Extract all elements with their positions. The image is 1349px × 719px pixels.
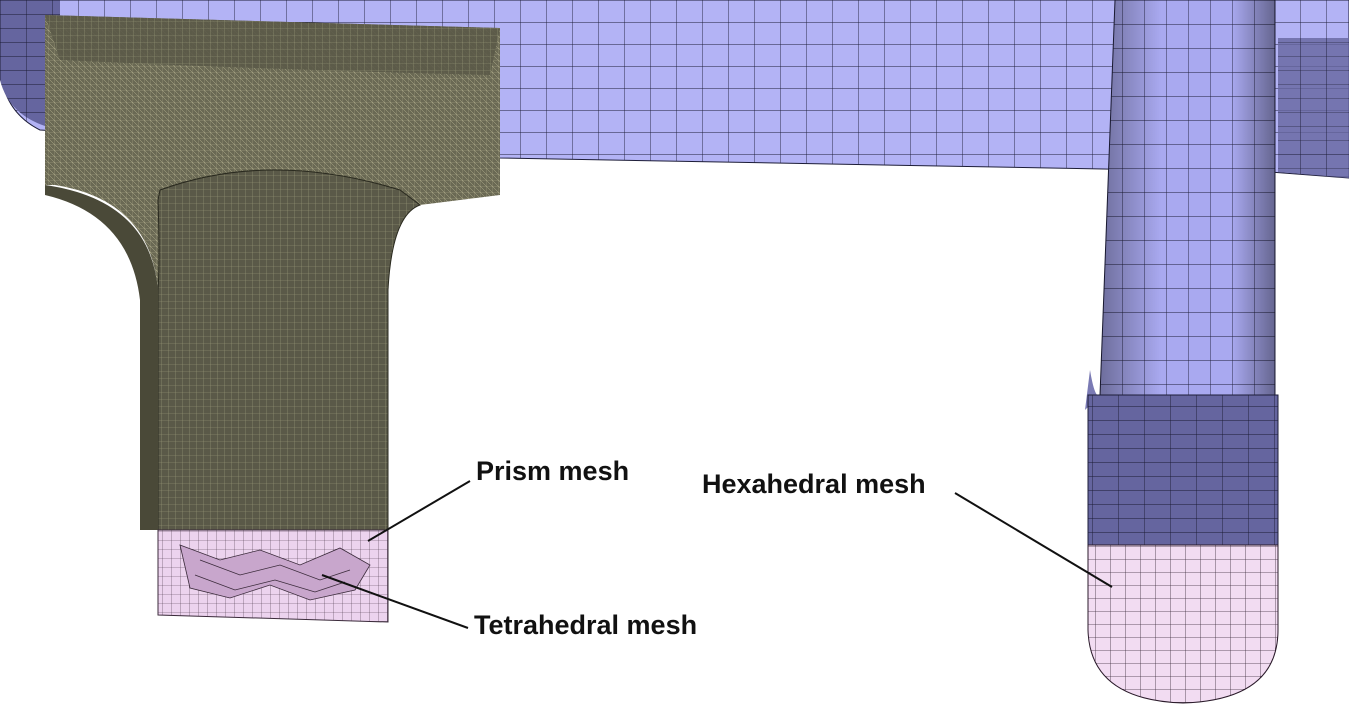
- prism-leader: [367, 480, 471, 542]
- blue-vertical-pipe: [1085, 0, 1279, 546]
- leader-lines: [321, 480, 1113, 629]
- hexahedral-mesh-label: Hexahedral mesh: [702, 469, 926, 499]
- hexahedral-dome: [1087, 544, 1279, 704]
- hexahedral-leader: [954, 492, 1113, 588]
- olive-t-solid: [45, 15, 500, 531]
- prism-mesh-label: Prism mesh: [476, 456, 629, 486]
- tetrahedral-mesh-label: Tetrahedral mesh: [474, 610, 697, 640]
- prism-tetra-block: [157, 529, 389, 623]
- tetrahedral-leader: [321, 574, 469, 629]
